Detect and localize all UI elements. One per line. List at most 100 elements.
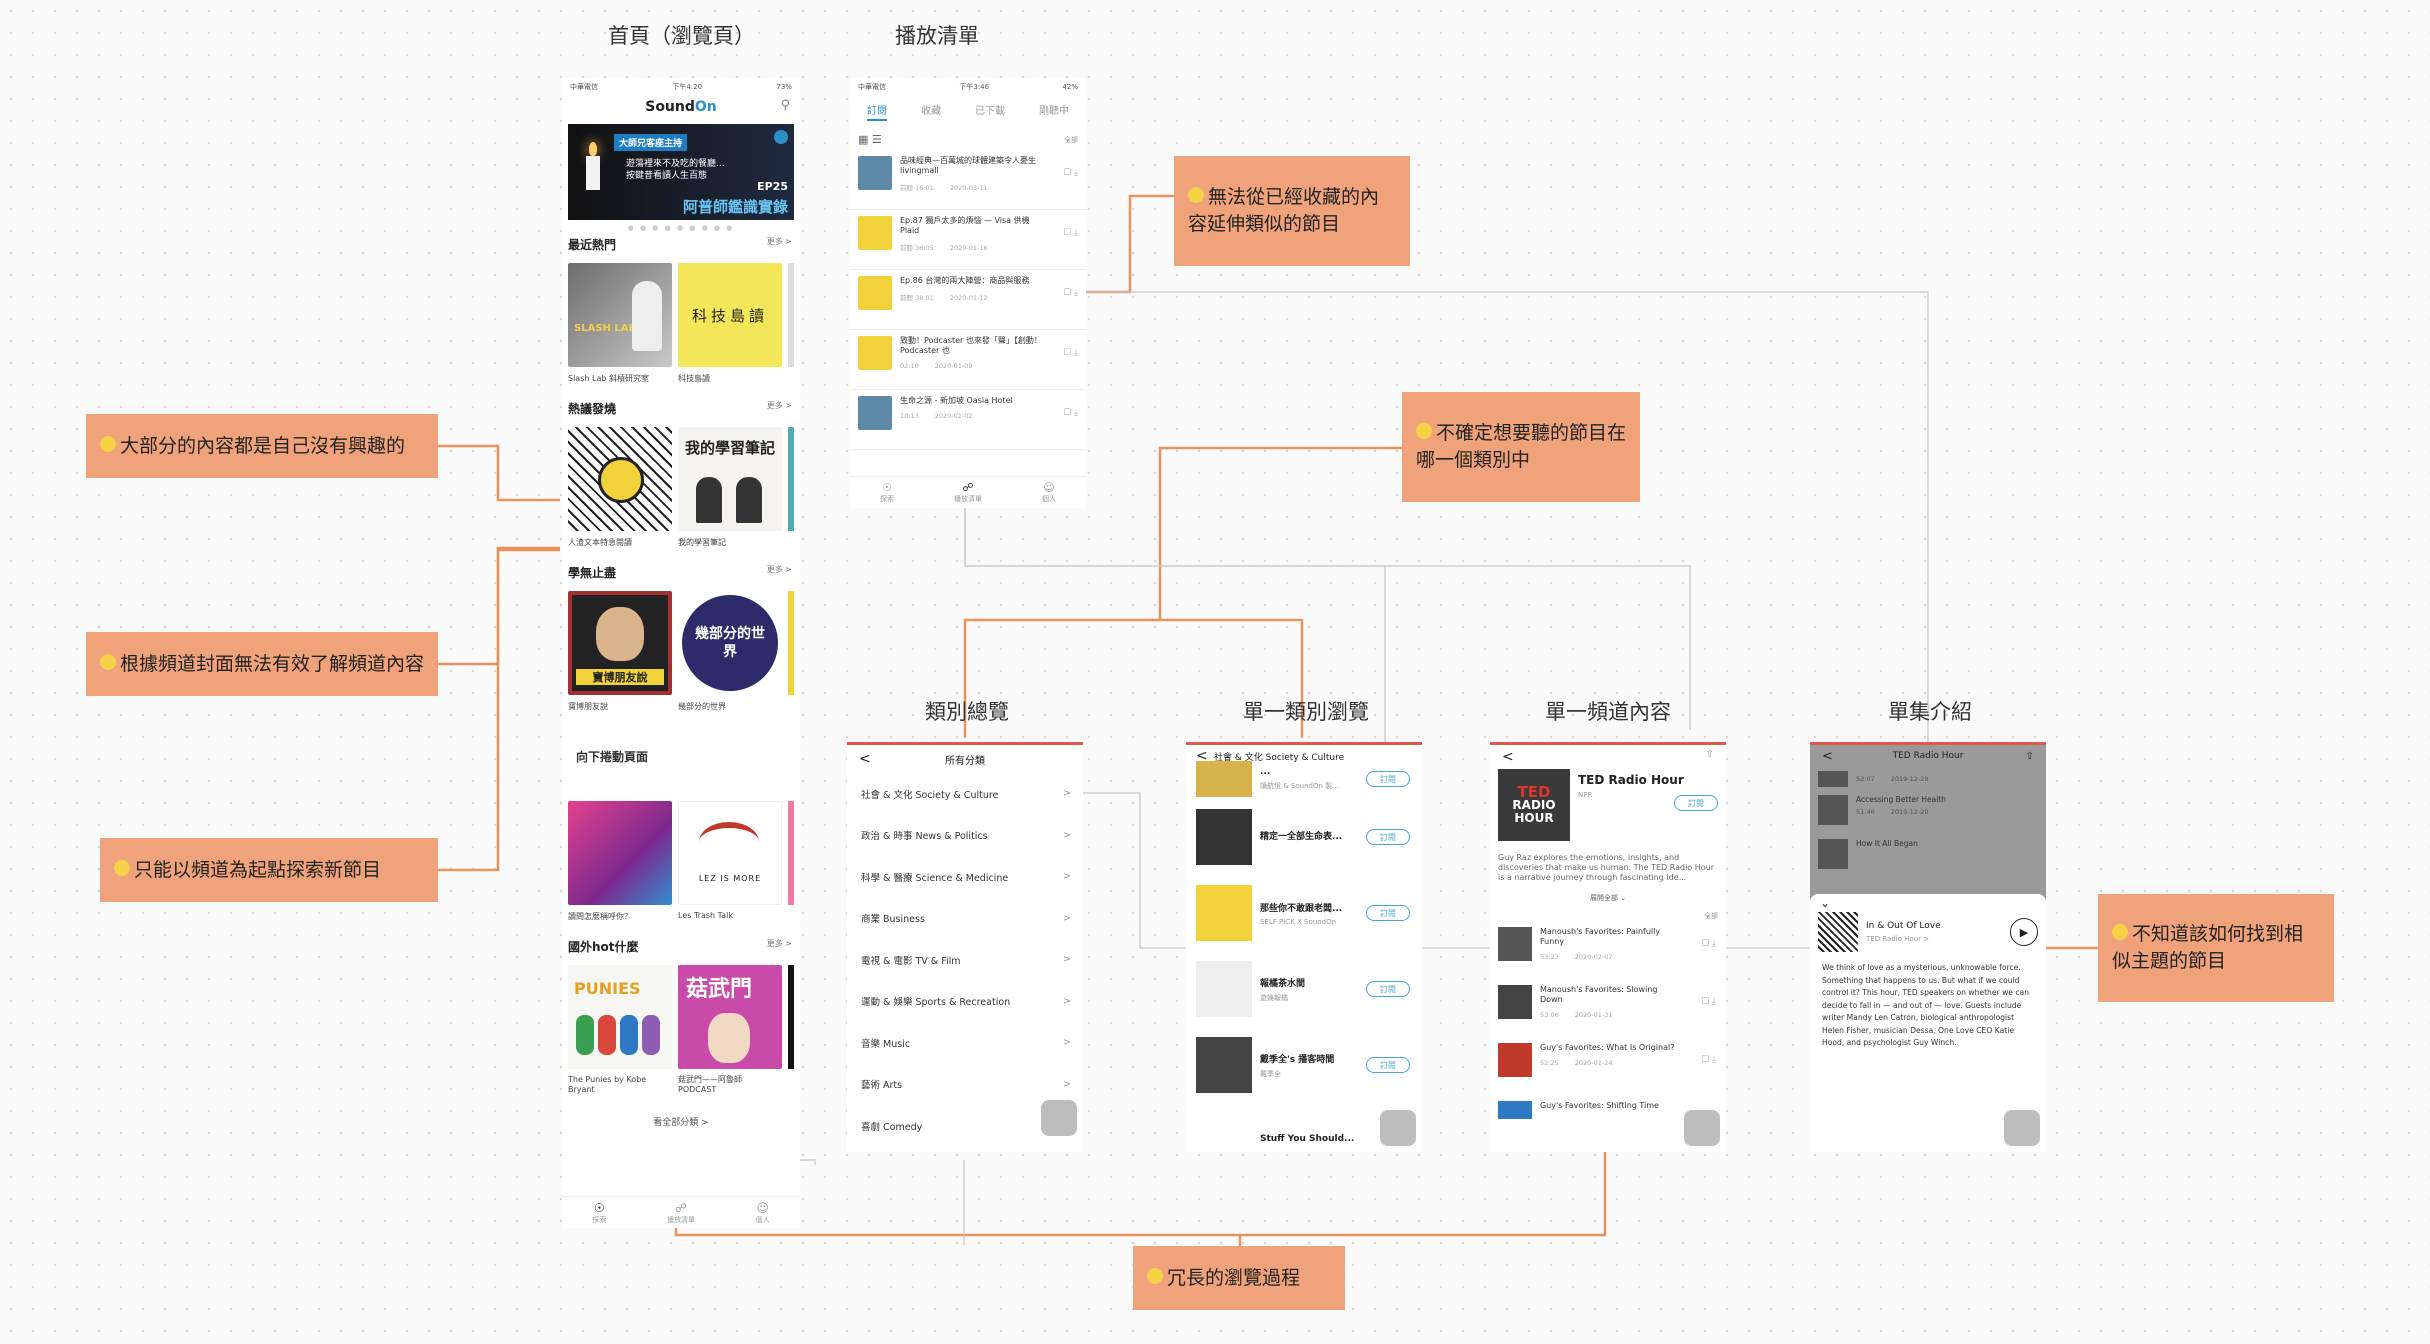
channel-card[interactable]: PUNIES The Punies by Kobe Bryant [568, 965, 672, 1095]
tab-bar: ☉探索 ☍播放清單 ☺個人 [562, 1196, 800, 1228]
bookmark-download-icons[interactable]: ☐ ⤓ [1063, 348, 1078, 358]
category-item[interactable]: 電視 & 電影 TV & Film> [847, 939, 1083, 981]
player-button[interactable] [2004, 1110, 2040, 1146]
channel-info: 戴季全's 播客時間戴季全 [1252, 1052, 1412, 1079]
bookmark-download-icons[interactable]: ☐ ⤓ [1063, 288, 1078, 298]
item-duration: 02:10 [900, 362, 919, 370]
channel-name: TED Radio Hour [1578, 773, 1684, 787]
tab-listening[interactable]: 剛聽中 [1039, 106, 1069, 117]
bookmark-download-icons[interactable]: ☐ ⤓ [1701, 1055, 1716, 1065]
share-icon[interactable]: ⇧ [2025, 750, 2034, 762]
card-caption: The Punies by Kobe Bryant [568, 1075, 647, 1094]
episode-row[interactable]: Guy's Favorites: Shifting Time [1490, 1095, 1726, 1119]
more-link[interactable]: 更多 > [766, 939, 792, 948]
more-link[interactable]: 更多 > [766, 565, 792, 574]
subscribe-button[interactable]: 訂閱 [1366, 1057, 1410, 1073]
search-icon[interactable]: ⚲ [780, 98, 790, 113]
play-icon[interactable]: ▶ [2010, 918, 2038, 946]
episode-channel-link[interactable]: TED Radio Hour > [1866, 935, 1930, 943]
channel-card[interactable]: 人渣文本特急閱讀 [568, 427, 672, 548]
subscribe-button[interactable]: 訂閱 [1366, 981, 1410, 997]
card-caption: Les Trash Talk [678, 911, 733, 920]
filter-all[interactable]: 全部 [1704, 912, 1718, 920]
back-icon[interactable]: < [859, 751, 871, 767]
more-link[interactable]: 更多 > [766, 237, 792, 246]
channel-card[interactable]: 科技島讀 科技島讀 [678, 263, 782, 384]
subscribe-button[interactable]: 訂閱 [1674, 795, 1718, 811]
tab-profile[interactable]: ☺個人 [1042, 481, 1056, 503]
person-figure [632, 281, 662, 351]
tab-subscribed[interactable]: 訂閱 [867, 102, 887, 121]
player-button[interactable] [1684, 1110, 1720, 1146]
channel-row[interactable]: Stuff You Should... [1186, 1103, 1422, 1152]
expand-link[interactable]: 展開全部 ⌄ [1589, 894, 1627, 902]
tab-explore[interactable]: ☉探索 [880, 481, 894, 503]
channel-card[interactable]: 寶博朋友說 寶博朋友說 [568, 591, 672, 712]
category-label: 電視 & 電影 TV & Film [861, 955, 961, 967]
carousel-dots[interactable]: ● ● ● ● ● ● ● ● ● [627, 224, 735, 232]
channel-row[interactable]: 戴季全's 播客時間戴季全訂閱 [1186, 1027, 1422, 1103]
category-item[interactable]: 商業 Business> [847, 898, 1083, 940]
gumen-cover: 菇武門 [678, 965, 782, 1069]
channel-title: 那些你不敢跟老闆... [1260, 903, 1343, 914]
subscribe-button[interactable]: 訂閱 [1366, 905, 1410, 921]
category-item[interactable]: 社會 & 文化 Society & Culture> [847, 773, 1083, 815]
channel-subtitle: 戴季全 [1260, 1069, 1281, 1078]
channel-card[interactable]: 菇武門 菇武門——阿魯師 PODCAST [678, 965, 782, 1095]
subscribe-button[interactable]: 訂閱 [1366, 771, 1410, 787]
category-item[interactable]: 科學 & 醫療 Science & Medicine> [847, 856, 1083, 898]
episode-meta [1540, 1117, 1682, 1119]
collapse-icon[interactable]: ⌄ [1820, 896, 1831, 910]
bookmark-download-icons[interactable]: ☐ ⤓ [1701, 939, 1716, 949]
grid-view-icon[interactable]: ▦ ☰ [858, 133, 882, 146]
player-button[interactable] [1380, 1110, 1416, 1146]
bookmark-download-icons[interactable]: ☐ ⤓ [1063, 168, 1078, 178]
channel-card[interactable]: 我的學習筆記 我的學習筆記 [678, 427, 782, 548]
tab-explore[interactable]: ☉探索 [592, 1200, 607, 1224]
tab-downloaded[interactable]: 已下載 [975, 106, 1005, 117]
channel-card[interactable]: SLASH LAB Slash Lab 斜槓研究室 [568, 263, 672, 384]
bookmark-download-icons[interactable]: ☐ ⤓ [1063, 228, 1078, 238]
bookmark-download-icons[interactable]: ☐ ⤓ [1701, 997, 1716, 1007]
back-icon[interactable]: < [1502, 749, 1514, 765]
more-link[interactable]: 更多 > [766, 401, 792, 410]
category-item[interactable]: 政治 & 時事 News & Politics> [847, 815, 1083, 857]
player-button[interactable] [1041, 1100, 1077, 1136]
channel-row[interactable]: ...讀航燈 & SoundOn 製...訂閱 [1186, 759, 1422, 799]
tab-favorites[interactable]: 收藏 [921, 106, 941, 117]
category-item[interactable]: 運動 & 娛樂 Sports & Recreation> [847, 981, 1083, 1023]
tab-playlist[interactable]: ☍播放清單 [954, 481, 982, 503]
channel-row[interactable]: 精定一全部生命表...訂閱 [1186, 799, 1422, 875]
channel-card[interactable]: 幾部分的世界 幾部分的世界 [678, 591, 782, 712]
category-item[interactable]: 藝術 Arts> [847, 1064, 1083, 1106]
see-all-categories-link[interactable]: 看全部分類 > [653, 1118, 709, 1128]
back-icon[interactable]: < [1822, 748, 1833, 764]
tab-playlist[interactable]: ☍播放清單 [666, 1200, 695, 1224]
channel-card[interactable]: LEZ IS MORE Les Trash Talk [678, 801, 782, 922]
subscribe-button[interactable]: 訂閱 [1366, 829, 1410, 845]
channel-row[interactable]: 報橘茶水間遊娛報橘訂閱 [1186, 951, 1422, 1027]
filter-all[interactable]: 全部 [1064, 135, 1078, 144]
episode-duration: 52:07 [1856, 775, 1875, 783]
tab-profile[interactable]: ☺個人 [755, 1200, 770, 1224]
bookmark-download-icons[interactable]: ☐ ⤓ [1063, 408, 1078, 418]
hero-banner[interactable]: 大師兄客座主持 遊蕩裡來不及吃的餐廳... 按鍵昔看讀人生百態 EP25 阿普師… [568, 124, 794, 220]
back-icon[interactable]: < [1196, 748, 1208, 764]
share-icon[interactable]: ⇧ [1705, 749, 1714, 760]
category-item[interactable]: 音樂 Music> [847, 1022, 1083, 1064]
episode-title: Guy's Favorites: What Is Original? [1540, 1043, 1675, 1052]
channel-card[interactable]: 讀問怎麼稱呼你？ [568, 801, 672, 922]
